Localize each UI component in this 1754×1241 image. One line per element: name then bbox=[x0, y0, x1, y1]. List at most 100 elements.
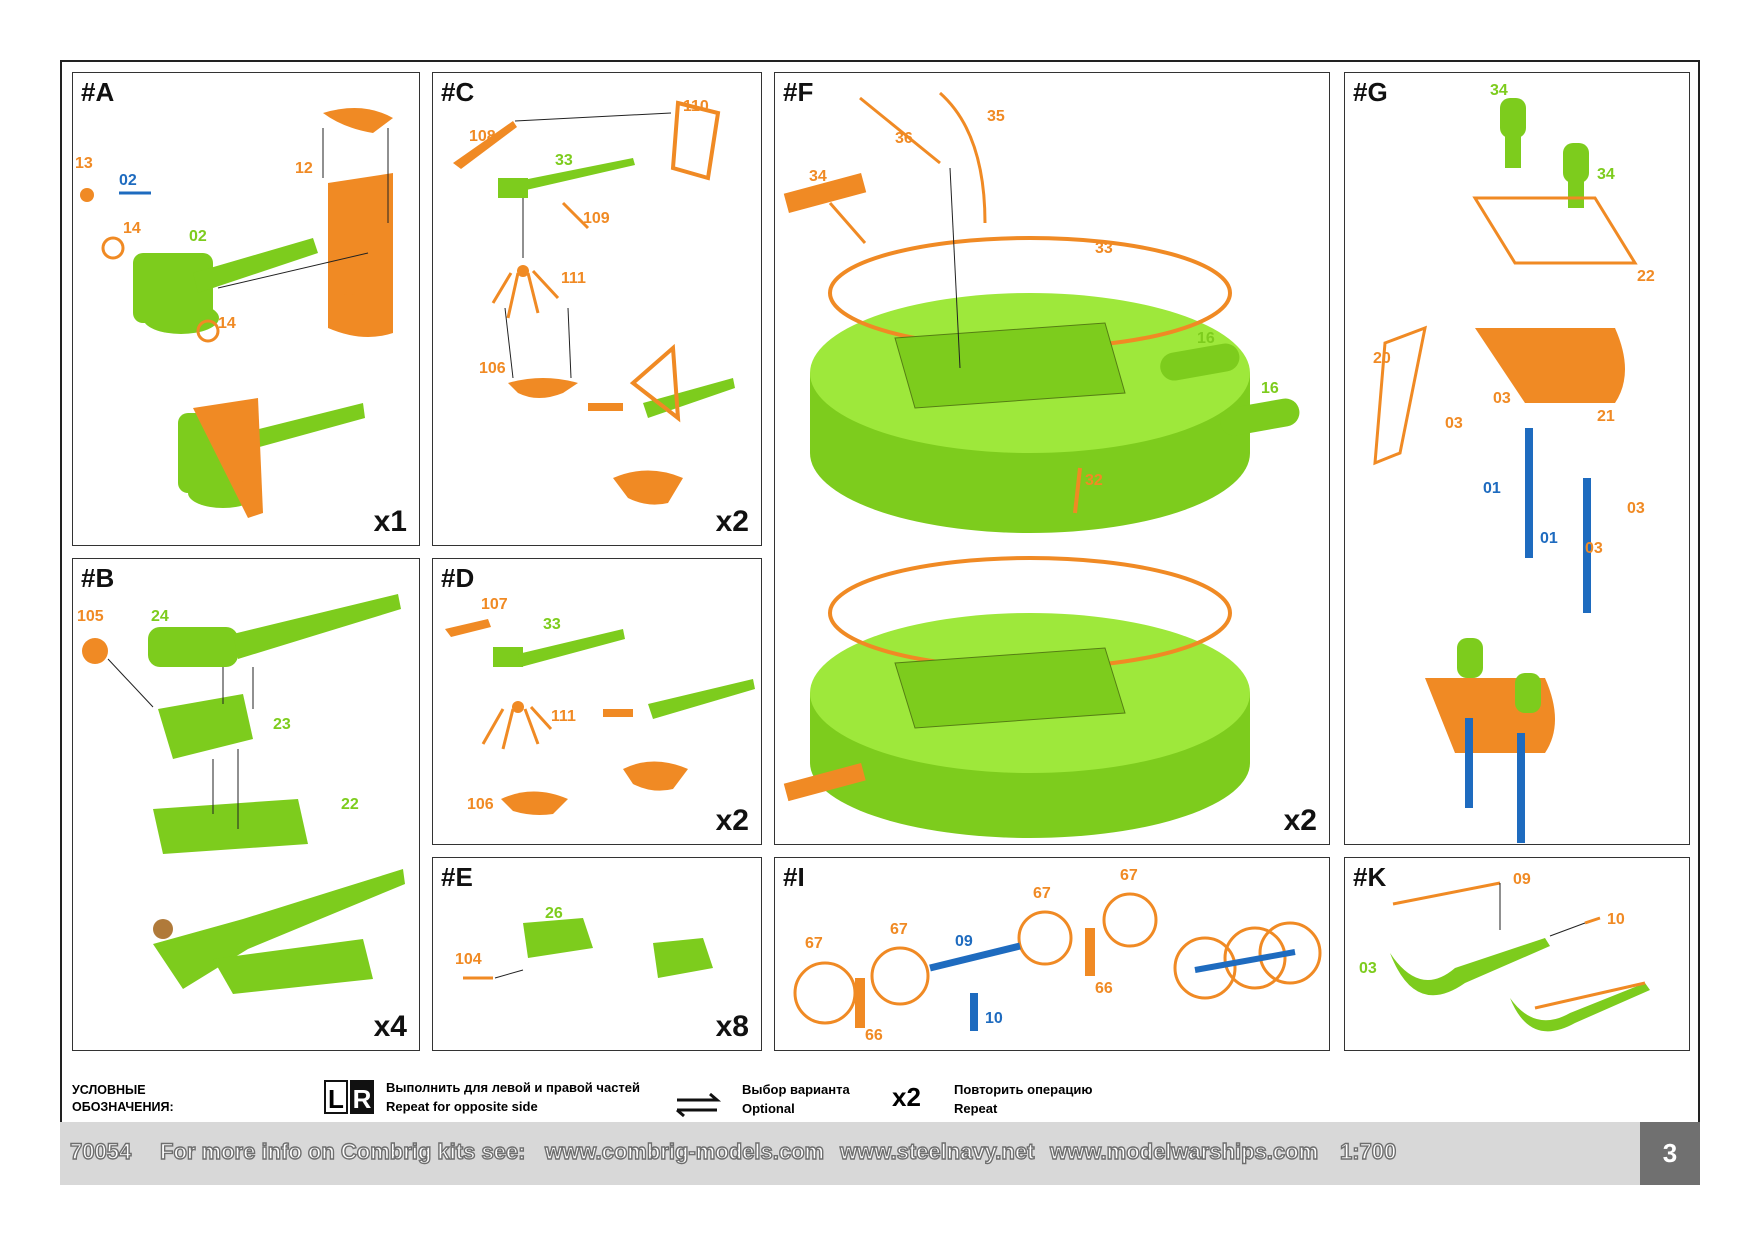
part-label: 111 bbox=[561, 270, 586, 287]
legend-heading-line: УСЛОВНЫЕ bbox=[72, 1083, 146, 1097]
part-label: 22 bbox=[1637, 268, 1655, 285]
panel-k: #K 09 10 03 bbox=[1344, 857, 1690, 1051]
panel-d: #D 107 33 111 106 x2 bbox=[432, 558, 762, 845]
part-label: 01 bbox=[1540, 530, 1558, 547]
part-label: 67 bbox=[1033, 885, 1051, 902]
part-label: 33 bbox=[555, 152, 573, 169]
panel-title: #E bbox=[441, 862, 473, 892]
part-label: 24 bbox=[151, 608, 169, 625]
optional-text-ru: Выбор варианта bbox=[742, 1082, 850, 1097]
part-label: 33 bbox=[1095, 240, 1113, 257]
repeat-count: x2 bbox=[715, 505, 749, 538]
lr-right-glyph: R bbox=[350, 1080, 374, 1114]
part-label: 67 bbox=[1120, 867, 1138, 884]
website-link[interactable]: www.combrig-models.com bbox=[544, 1138, 825, 1164]
panel-title: #A bbox=[81, 77, 115, 107]
part-label: 21 bbox=[1597, 408, 1615, 425]
part-label: 106 bbox=[479, 360, 506, 377]
part-label: 23 bbox=[273, 716, 291, 733]
part-label: 110 bbox=[683, 98, 709, 115]
repeat-count: x2 bbox=[715, 804, 749, 837]
optional-description: Выбор варианта Optional bbox=[742, 1080, 850, 1118]
repeat-count: x4 bbox=[373, 1010, 407, 1043]
panel-g-illustration: 34 34 22 20 03 03 21 01 01 03 03 bbox=[1373, 82, 1655, 843]
panel-b: #B 105 24 23 22 x4 bbox=[72, 558, 420, 1051]
panel-title: #G bbox=[1353, 77, 1388, 107]
part-label: 34 bbox=[809, 168, 827, 185]
part-label: 22 bbox=[341, 796, 359, 813]
legend-heading: УСЛОВНЫЕ ОБОЗНАЧЕНИЯ: bbox=[72, 1082, 174, 1116]
optional-arrows-icon bbox=[676, 1092, 722, 1118]
part-label: 20 bbox=[1373, 350, 1391, 367]
part-label: 03 bbox=[1445, 415, 1463, 432]
scale-text: 1:700 bbox=[1339, 1138, 1397, 1164]
part-label: 109 bbox=[583, 210, 610, 227]
part-label: 34 bbox=[1490, 82, 1508, 99]
part-label: 105 bbox=[77, 608, 104, 625]
panel-f: #F 35 36 34 33 16 16 32 x2 bbox=[774, 72, 1330, 845]
lr-text-en: Repeat for opposite side bbox=[386, 1099, 538, 1114]
panel-d-illustration: 107 33 111 106 bbox=[445, 596, 755, 815]
part-label: 66 bbox=[1095, 980, 1113, 997]
repeat-description: Повторить операцию Repeat bbox=[954, 1080, 1092, 1118]
panel-b-illustration: 105 24 23 22 bbox=[77, 594, 405, 994]
part-label: 26 bbox=[545, 905, 563, 922]
part-label: 13 bbox=[75, 155, 93, 172]
part-label: 03 bbox=[1359, 960, 1377, 977]
website-link[interactable]: www.steelnavy.net bbox=[839, 1138, 1035, 1164]
repeat-count: x8 bbox=[715, 1010, 749, 1043]
lr-text-ru: Выполнить для левой и правой частей bbox=[386, 1080, 641, 1095]
part-label: 16 bbox=[1197, 330, 1215, 347]
part-label: 32 bbox=[1085, 472, 1103, 489]
part-label: 108 bbox=[469, 128, 496, 145]
footer-bar: 70054 For more info on Combrig kits see:… bbox=[60, 1122, 1700, 1185]
panel-c-illustration: 108 110 33 109 111 106 bbox=[453, 98, 735, 505]
panel-e-illustration: 26 104 bbox=[455, 905, 713, 980]
part-label: 35 bbox=[987, 108, 1005, 125]
part-label: 106 bbox=[467, 796, 494, 813]
repeat-count: x2 bbox=[1283, 804, 1317, 837]
part-label: 02 bbox=[189, 228, 207, 245]
part-label: 111 bbox=[551, 708, 576, 725]
part-label: 16 bbox=[1261, 380, 1279, 397]
panel-title: #F bbox=[783, 77, 814, 107]
part-label: 09 bbox=[1513, 871, 1531, 888]
panel-i: #I 67 67 67 67 09 66 66 10 bbox=[774, 857, 1330, 1051]
part-label: 03 bbox=[1627, 500, 1645, 517]
part-label: 03 bbox=[1493, 390, 1511, 407]
optional-text-en: Optional bbox=[742, 1101, 795, 1116]
panel-title: #D bbox=[441, 563, 475, 593]
panel-i-illustration: 67 67 67 67 09 66 66 10 bbox=[793, 867, 1322, 1044]
part-label: 67 bbox=[890, 921, 908, 938]
panel-f-illustration: 35 36 34 33 16 16 32 bbox=[783, 91, 1300, 838]
kit-number: 70054 bbox=[69, 1138, 132, 1164]
panel-g: #G 34 34 22 20 03 03 21 01 01 03 03 bbox=[1344, 72, 1690, 845]
panel-title: #I bbox=[783, 862, 805, 892]
website-link[interactable]: www.modelwarships.com bbox=[1049, 1138, 1319, 1164]
page-number: 3 bbox=[1640, 1122, 1700, 1185]
repeat-count: x1 bbox=[373, 505, 407, 538]
part-label: 14 bbox=[123, 220, 141, 237]
part-label: 66 bbox=[865, 1027, 883, 1044]
repeat-text-en: Repeat bbox=[954, 1101, 998, 1116]
part-label: 34 bbox=[1597, 166, 1615, 183]
part-label: 33 bbox=[543, 616, 561, 633]
part-label: 10 bbox=[985, 1010, 1003, 1027]
panel-c: #C 108 110 33 109 111 106 x2 bbox=[432, 72, 762, 546]
part-label: 03 bbox=[1585, 540, 1603, 557]
panel-title: #B bbox=[81, 563, 115, 593]
info-text: For more info on Combrig kits see: bbox=[159, 1138, 526, 1164]
lr-left-glyph: L bbox=[324, 1080, 348, 1114]
lr-description: Выполнить для левой и правой частей Repe… bbox=[386, 1078, 640, 1116]
part-label: 10 bbox=[1607, 911, 1625, 928]
panel-a: #A 12 13 02 14 02 11 14 x1 bbox=[72, 72, 420, 546]
part-label: 11 bbox=[343, 290, 360, 307]
panel-a-illustration: 12 13 02 14 02 11 14 bbox=[75, 108, 393, 518]
part-label: 02 bbox=[119, 172, 137, 189]
part-label: 107 bbox=[481, 596, 508, 613]
repeat-symbol: x2 bbox=[892, 1082, 921, 1112]
part-label: 36 bbox=[895, 130, 913, 147]
part-label: 12 bbox=[295, 160, 313, 177]
